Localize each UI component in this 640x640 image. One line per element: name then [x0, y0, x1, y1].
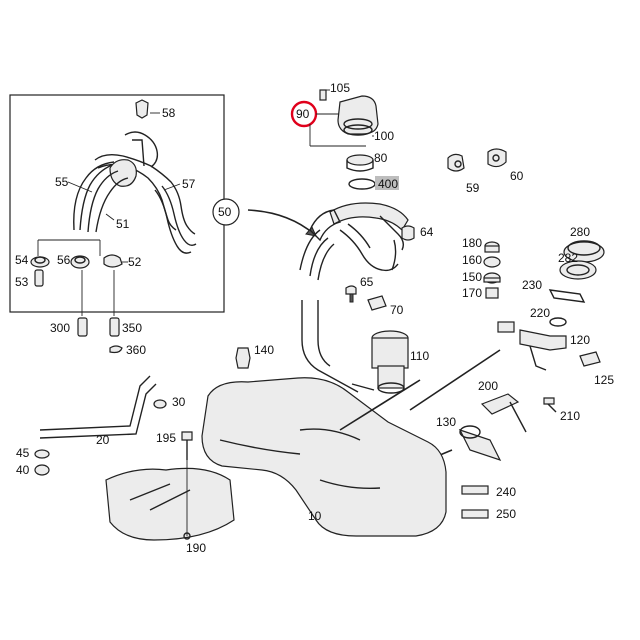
strap-200-icon: [480, 393, 527, 433]
label-140: 140: [254, 343, 274, 357]
clip-360-icon: [109, 345, 123, 354]
label-80: 80: [374, 151, 388, 165]
label-240: 240: [496, 485, 516, 499]
oring-220-icon: [549, 317, 567, 327]
label-54: 54: [15, 253, 29, 267]
grommet-180-icon: [484, 241, 500, 253]
label-400: 400: [378, 177, 398, 191]
label-30: 30: [172, 395, 186, 409]
label-120: 120: [570, 333, 590, 347]
label-220: 220: [530, 306, 550, 320]
label-59: 59: [466, 181, 480, 195]
label-56: 56: [57, 253, 71, 267]
seal-80-icon: [346, 154, 374, 172]
clip-250-icon: [461, 509, 489, 519]
strap-20-icon: [39, 375, 157, 439]
ring-400-icon: [348, 178, 376, 190]
grommet-150-icon: [483, 272, 501, 284]
label-20: 20: [96, 433, 110, 447]
label-60: 60: [510, 169, 524, 183]
clamp-52-icon: [103, 254, 123, 268]
sender-120-icon: [497, 321, 567, 371]
sleeve-350-icon: [109, 317, 120, 337]
clip-240-icon: [461, 485, 489, 495]
filler-neck-100-icon: [337, 95, 379, 136]
label-230: 230: [522, 278, 542, 292]
washer-45-icon: [34, 449, 50, 459]
label-210: 210: [560, 409, 580, 423]
label-53: 53: [15, 275, 29, 289]
label-195: 195: [156, 431, 176, 445]
label-100: 100: [374, 129, 394, 143]
label-280: 280: [570, 225, 590, 239]
bolt-65-icon: [345, 285, 357, 303]
clip-58-icon: [135, 99, 149, 119]
grommet-170-icon: [485, 287, 499, 299]
label-90: 90: [296, 107, 310, 121]
nut-30-icon: [153, 399, 167, 409]
label-250: 250: [496, 507, 516, 521]
screw-105-icon: [319, 89, 327, 101]
label-125: 125: [594, 373, 614, 387]
heat-shield-icon: [105, 467, 235, 541]
clip-60-icon: [487, 148, 507, 168]
callout-50: [212, 198, 240, 226]
label-300: 300: [50, 321, 70, 335]
label-105: 105: [330, 81, 350, 95]
label-55: 55: [55, 175, 69, 189]
connector-125-icon: [579, 351, 601, 367]
nut-40-icon: [34, 464, 50, 476]
label-150: 150: [462, 270, 482, 284]
label-130: 130: [436, 415, 456, 429]
filler-pipe-icon: [299, 202, 409, 281]
fuel-pump-110-icon: [351, 330, 409, 394]
seal-282-icon: [559, 260, 597, 280]
sleeve-53-icon: [34, 269, 44, 287]
label-10: 10: [308, 509, 322, 523]
label-40: 40: [16, 463, 30, 477]
label-110: 110: [410, 349, 429, 363]
bolt-195-icon: [181, 431, 193, 460]
shaded-box-400: [375, 176, 399, 190]
clamp-56-icon: [70, 255, 90, 269]
label-64: 64: [420, 225, 434, 239]
clip-59-icon: [447, 153, 465, 172]
label-65: 65: [360, 275, 374, 289]
grommet-160-icon: [483, 256, 501, 268]
sensor-70-icon: [367, 295, 387, 311]
label-57: 57: [182, 177, 196, 191]
label-180: 180: [462, 236, 482, 250]
label-58: 58: [162, 106, 176, 120]
label-70: 70: [390, 303, 404, 317]
label-160: 160: [462, 253, 482, 267]
label-52: 52: [128, 255, 142, 269]
gasket-230-icon: [548, 289, 586, 303]
bolt-210-icon: [543, 397, 557, 413]
fuel-tank-10-icon: [201, 377, 447, 537]
label-45: 45: [16, 446, 30, 460]
clamp-54-icon: [30, 256, 50, 268]
filter-130-icon: [458, 425, 502, 462]
label-200: 200: [478, 379, 498, 393]
bumper-140-icon: [235, 347, 251, 369]
hose-assembly-icon: [73, 131, 197, 254]
valve-64-icon: [401, 225, 415, 241]
label-51: 51: [116, 217, 130, 231]
label-360: 360: [126, 343, 146, 357]
label-282: 282: [558, 251, 578, 265]
label-170: 170: [462, 286, 482, 300]
label-50: 50: [218, 205, 232, 219]
sleeve-300-icon: [77, 317, 88, 337]
label-350: 350: [122, 321, 142, 335]
label-190b: 190: [186, 541, 206, 555]
